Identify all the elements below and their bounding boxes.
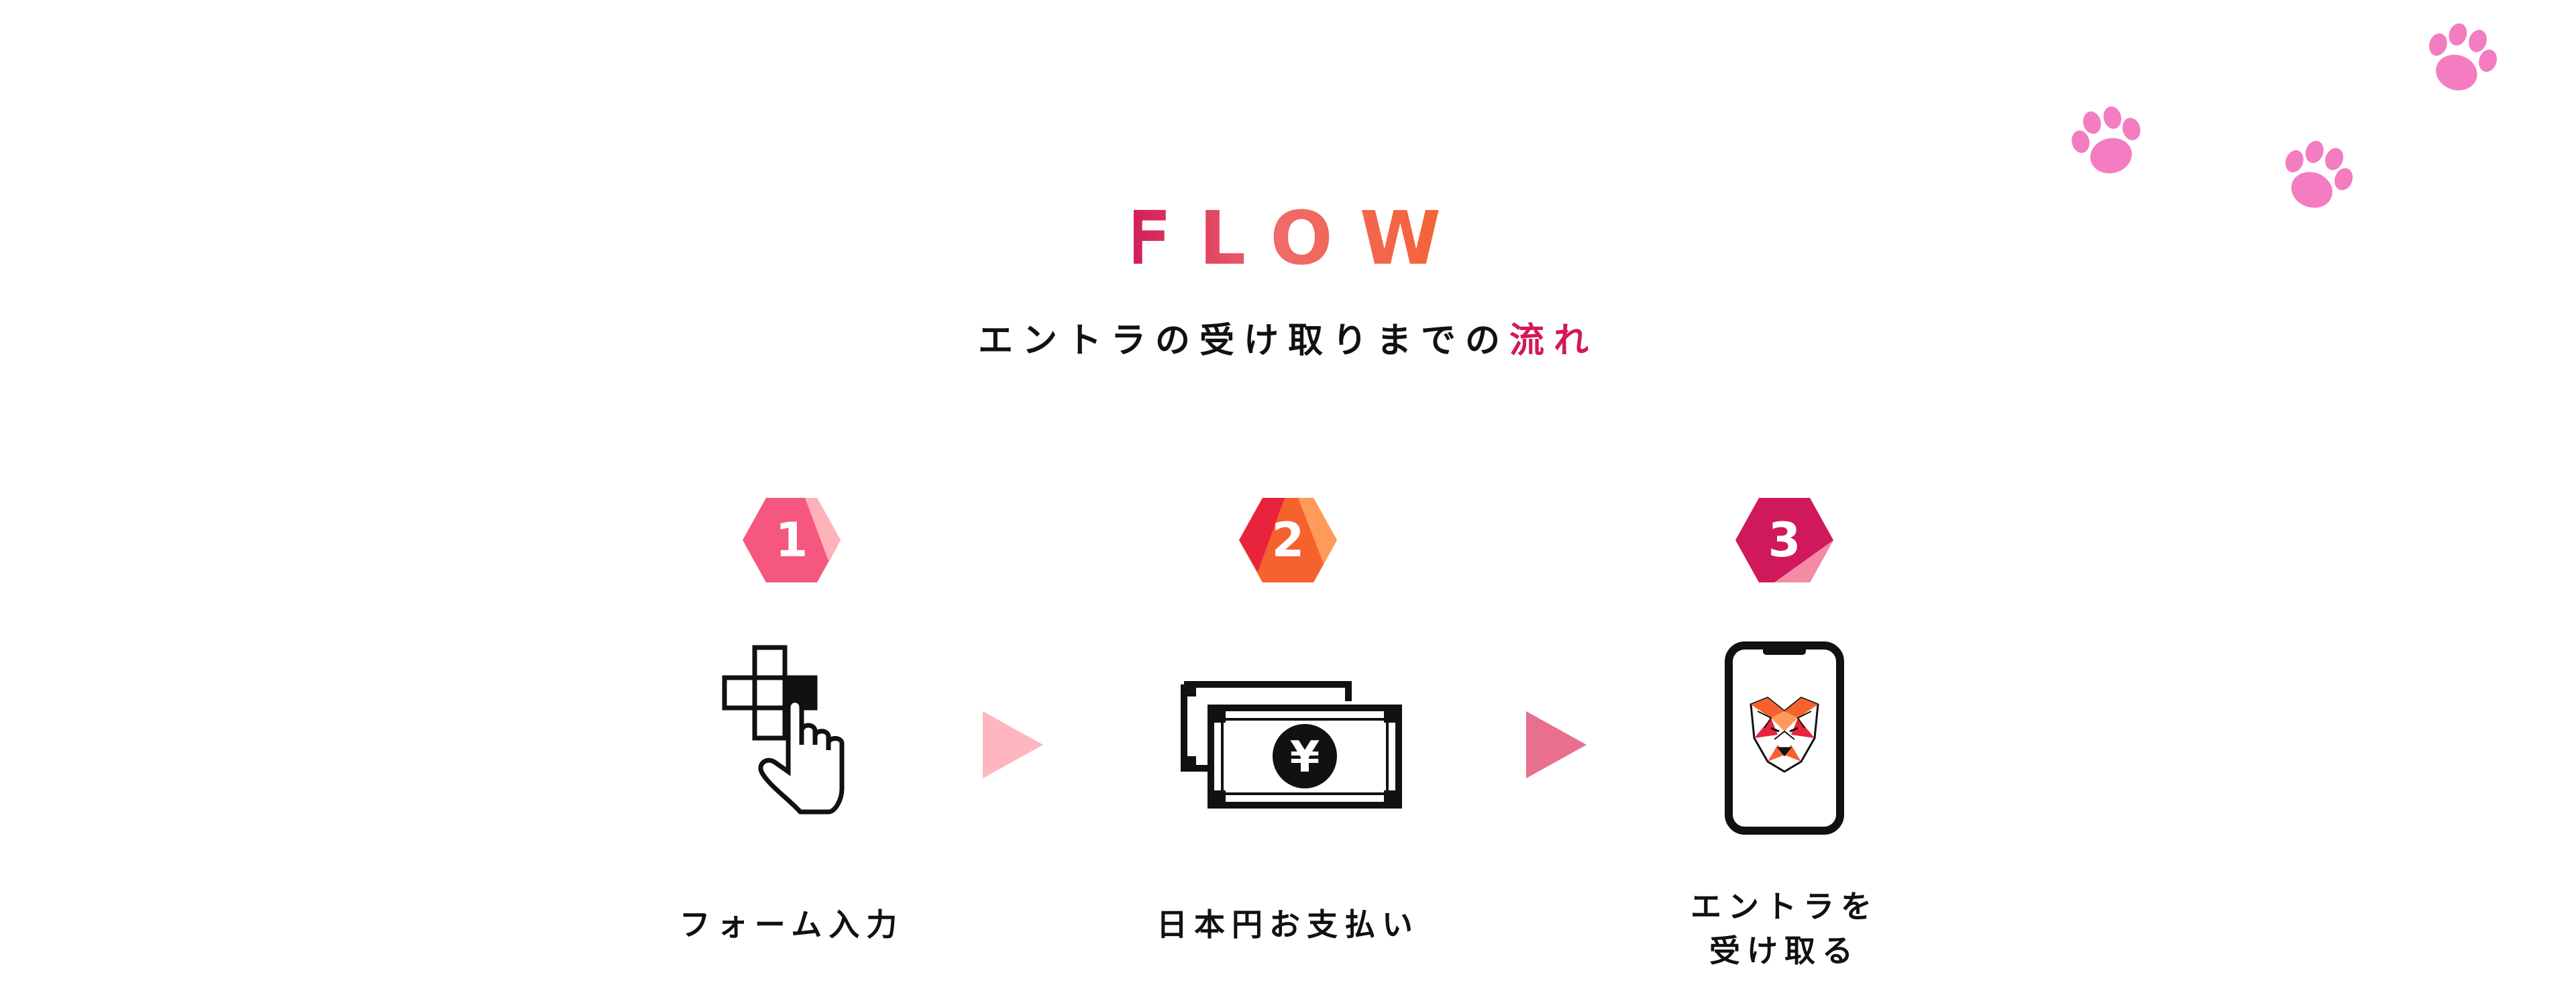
paw-print-icon [2285,140,2353,208]
subtitle-main: エントラの受け取りまでの [977,321,1509,361]
step-number: 2 [1271,513,1305,568]
step-number-badge: 1 [741,497,842,584]
arrow-right-icon [983,711,1043,778]
step-label: エントラを 受け取る [1617,884,1952,973]
step-label: 日本円お支払い [1157,906,1419,943]
svg-text:¥: ¥ [1290,733,1320,782]
hexagon-icon [1239,498,1337,582]
yen-banknote-icon: ¥ [1181,681,1402,809]
step-number-badge: 3 [1734,497,1835,584]
hexagon-icon [1735,498,1833,582]
smartphone-tiger-icon [1725,641,1844,835]
subtitle-accent: 流れ [1509,321,1599,361]
section-title: FLOW [1134,198,1456,278]
step-receive-entra: 3 エントラを 受け取る [1617,497,1952,980]
tiger-face-icon [1750,696,1819,773]
step-yen-payment: 2 ¥ 日本円お支払い [1120,497,1456,980]
step-number: 1 [775,513,808,568]
hexagon-icon [743,498,841,582]
svg-text:FLOW: FLOW [1134,198,1456,278]
section-subtitle: エントラの受け取りまでの流れ [0,312,2576,362]
step-number: 3 [1768,513,1801,568]
paw-print-icon [2428,23,2498,91]
step-label: フォーム入力 [679,906,904,943]
cursor-click-icon [722,645,845,815]
paw-print-icon [2072,106,2141,174]
step-label-line-2: 受け取る [1709,933,1860,969]
step-form-input: 1 フォーム入力 [624,497,959,980]
step-number-badge: 2 [1238,497,1338,584]
arrow-right-icon [1526,711,1587,778]
step-label-line-1: エントラを [1690,888,1878,925]
